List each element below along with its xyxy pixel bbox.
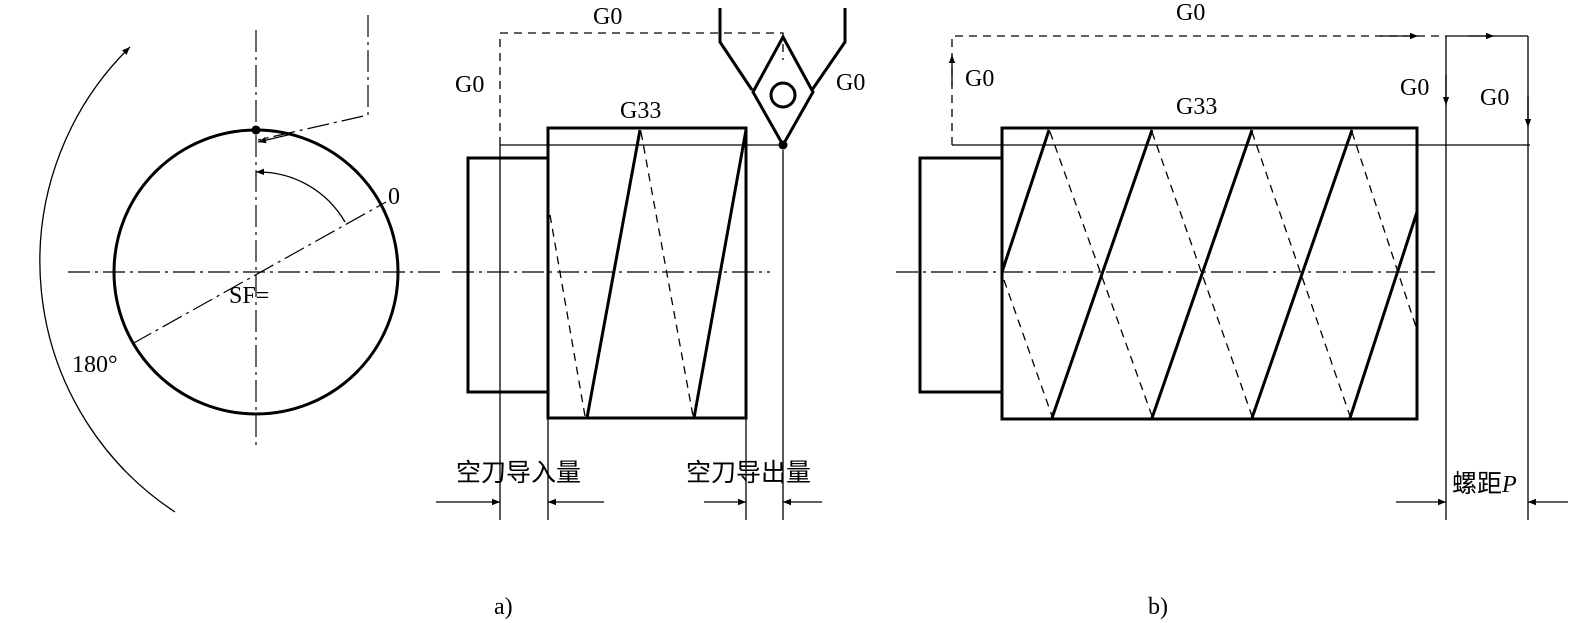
tool-approach-arrow [257,133,293,144]
figure-a: G0 G0 G0 G33 空刀导入量 空刀导出量 a) [436,4,865,620]
fig-a-g0-tool-label: G0 [836,70,865,96]
radial-line [131,201,387,345]
fig-b-g33-label: G33 [1176,94,1217,120]
fig-b-thread-solid [1000,129,1051,273]
fig-a-shoulder [466,156,550,394]
rotation-arrow [39,46,176,513]
lead-out-label: 空刀导出量 [686,458,811,487]
tool-tip-dot [778,140,788,150]
fig-b-thread-hidden [1351,131,1418,331]
angle-arc-arrow [255,168,346,223]
fig-a-g33-label: G33 [620,98,661,124]
fig-a-thread-hidden [640,131,694,417]
fig-b-shoulder [918,156,1004,394]
fig-b-thread-hidden [1003,279,1053,417]
fig-a-thread-body [546,126,748,420]
fig-b-g0-top-label: G0 [1176,0,1205,26]
figure-b: G0 G0 G0 G0 G33 螺距P b) [896,0,1568,620]
fig-b-thread-solid [1150,129,1254,419]
lead-in-label: 空刀导入量 [456,458,581,487]
angle-0-label: 0 [388,184,400,210]
start-point-dot [251,125,261,135]
fig-b-g0-path [951,35,1446,145]
fig-b-thread-solid [1050,129,1154,419]
tool-approach-path [257,15,369,141]
fig-b-g0-left-label: G0 [965,66,994,92]
sf-label: SF= [229,283,269,309]
fig-a-g0-left-label: G0 [455,72,484,98]
spindle-angle-view: 0 180° SF= [39,15,440,513]
fig-a-thread-hidden [549,214,586,417]
fig-b-thread-solid [1250,129,1354,419]
fig-b-thread-body [1000,126,1419,421]
fig-a-caption: a) [494,594,513,620]
fig-a-g0-path [499,32,784,145]
thread-cutting-tool [718,8,847,150]
fig-a-thread-solid [585,129,642,419]
angle-180-label: 180° [72,352,118,378]
fig-b-thread-solid [1348,211,1419,419]
fig-a-g0-top-label: G0 [593,4,622,30]
fig-b-g0-right2-label: G0 [1480,85,1509,111]
fig-b-caption: b) [1148,594,1168,620]
fig-a-thread-solid [692,129,748,419]
pitch-label: 螺距P [1452,469,1517,498]
fig-b-g0-right1-label: G0 [1400,75,1429,101]
